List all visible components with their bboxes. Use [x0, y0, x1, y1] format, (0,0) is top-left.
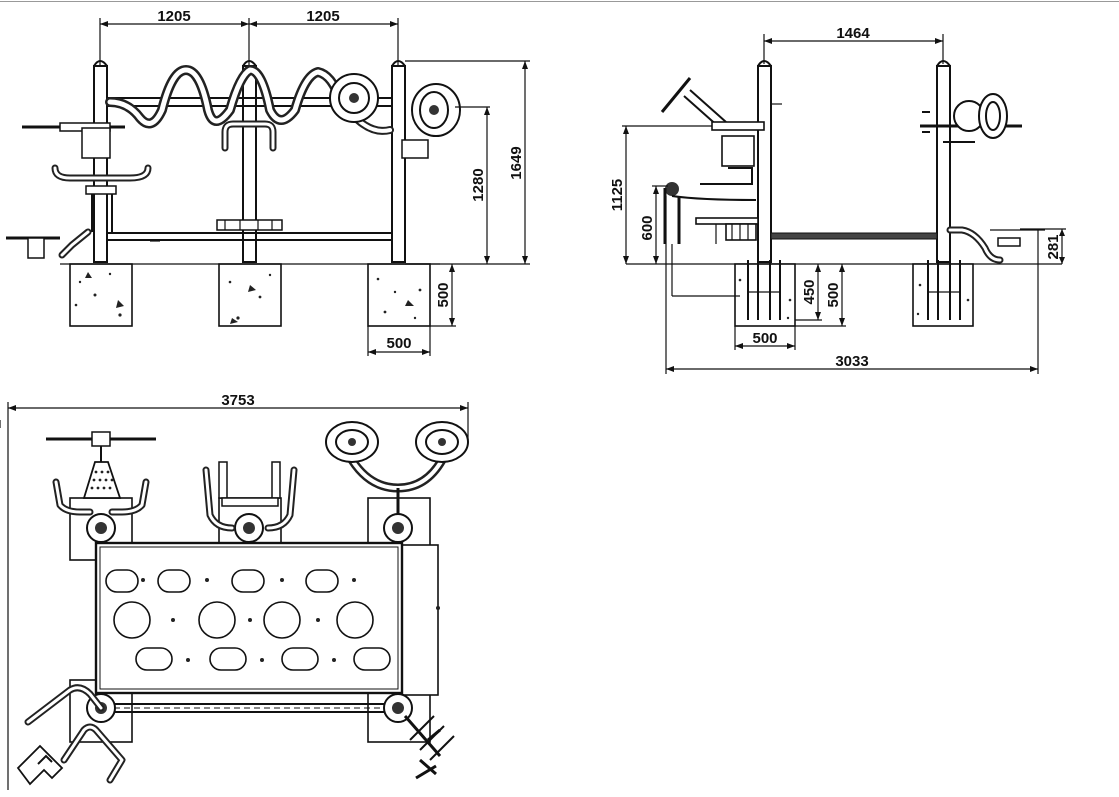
dim-side-post-spacing: 1464	[836, 25, 870, 42]
dim-front-footing-width: 500	[386, 335, 411, 352]
side-wheel-assembly	[920, 93, 1022, 143]
plan-overall-dimension: 3753	[7, 392, 469, 790]
side-top-dimension: 1464	[763, 25, 944, 64]
front-footing-dimensions: 500 500	[367, 264, 456, 356]
dim-side-low-height: 600	[639, 215, 656, 240]
front-left-station	[6, 122, 152, 259]
front-footings	[60, 263, 440, 327]
plan-left-station	[46, 431, 156, 516]
side-pedal-dimension: 281	[1020, 228, 1066, 264]
plan-bottom-left-station	[16, 684, 126, 786]
front-post-left	[93, 65, 108, 263]
dim-side-footing-inner: 450	[801, 279, 818, 304]
dim-front-left-span: 1205	[157, 8, 190, 25]
dim-side-footing-depth: 500	[825, 282, 842, 307]
plan-bottom-right-station	[403, 715, 455, 780]
dim-front-height-1649: 1649	[508, 146, 525, 179]
plan-wheel-station	[325, 421, 469, 514]
front-top-dimension: 1205 1205	[99, 8, 399, 65]
side-elevation-view: 1464	[609, 25, 1066, 374]
dim-front-right-span: 1205	[306, 8, 339, 25]
side-seat-assembly	[660, 77, 782, 244]
side-footings	[734, 260, 974, 327]
front-right-wheels	[329, 73, 461, 159]
front-height-dimensions: 1280 1649	[405, 60, 530, 265]
dim-side-seat-height: 1125	[609, 179, 626, 212]
dim-front-height-1280: 1280	[470, 168, 487, 201]
side-footing-dimensions: 450 500 500	[734, 264, 846, 350]
side-post-right	[936, 65, 951, 263]
dim-side-pedal-height: 281	[1045, 234, 1062, 259]
wave-bar	[105, 65, 345, 129]
plan-panel-holds	[105, 569, 391, 671]
side-overall-dimension: 3033	[665, 196, 1039, 374]
dim-front-footing-depth: 500	[435, 282, 452, 307]
front-middle-station	[216, 120, 283, 231]
side-left-dimensions: 1125 600	[609, 125, 740, 297]
dim-plan-overall-width: 3753	[221, 392, 254, 409]
side-post-left	[757, 65, 772, 263]
front-elevation-view: 1205 1205	[6, 8, 530, 356]
plan-view: 3753	[0, 392, 469, 790]
dim-side-footing-width: 500	[752, 330, 777, 347]
dim-side-overall-length: 3033	[835, 353, 868, 370]
side-pedal	[946, 226, 1045, 264]
plan-middle-station	[202, 461, 298, 532]
front-post-right	[391, 65, 406, 263]
